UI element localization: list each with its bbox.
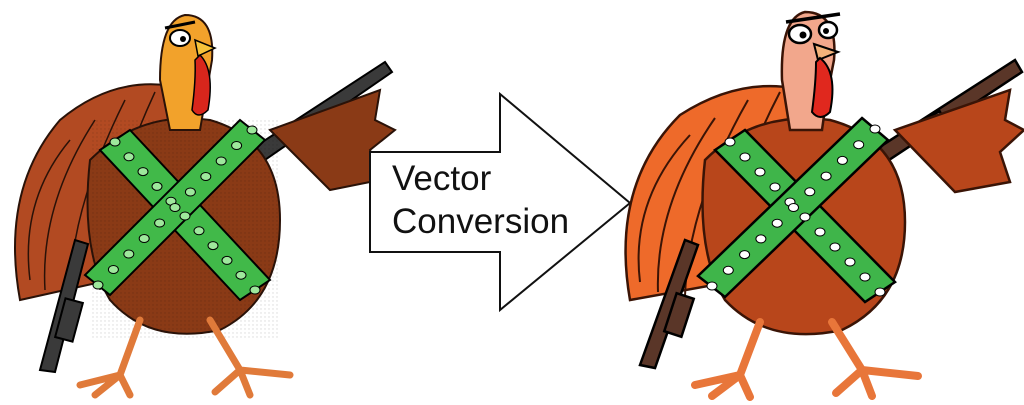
vector-turkey-illustration [600, 0, 1024, 405]
shell [859, 272, 871, 282]
wing [892, 88, 1024, 194]
shell [755, 234, 767, 244]
shell [869, 124, 881, 134]
shell [92, 280, 104, 290]
shell [722, 265, 734, 275]
turkey-icon [14, 13, 397, 399]
shell [829, 242, 841, 252]
arrow-label-line-2: Conversion [392, 202, 570, 241]
shell [739, 250, 751, 260]
shell [193, 226, 205, 236]
wattle [191, 53, 211, 116]
turkey-legs [76, 316, 294, 399]
turkey-legs [691, 318, 922, 401]
shell [179, 211, 191, 221]
shell [788, 203, 799, 212]
shell [109, 137, 121, 147]
shell [853, 140, 865, 150]
shell [107, 265, 119, 274]
left-shotgun [38, 238, 90, 374]
shell [706, 281, 718, 291]
shell [154, 218, 166, 228]
shell [814, 227, 826, 237]
bandolier-belts [83, 118, 272, 302]
shell [235, 270, 247, 280]
wing [268, 88, 397, 192]
shell [123, 152, 135, 162]
left-shotgun [638, 238, 700, 370]
shell [844, 257, 856, 267]
shell [231, 141, 243, 150]
shell [820, 171, 832, 181]
shell [123, 249, 135, 259]
shell [769, 182, 781, 192]
shell [184, 187, 196, 197]
shell [138, 234, 150, 243]
shell [874, 287, 886, 297]
shell [151, 181, 163, 191]
shell [215, 156, 227, 166]
shell [799, 212, 811, 222]
shell [754, 167, 766, 177]
shell [169, 203, 181, 212]
shell [724, 137, 736, 147]
arrow-label: Vector Conversion [392, 157, 569, 243]
shell [221, 255, 233, 265]
turkey-icon [624, 10, 1024, 401]
shell [246, 125, 258, 135]
shell [771, 218, 783, 228]
shell [739, 152, 751, 162]
arrow-label-line-1: Vector [392, 159, 492, 198]
shell [207, 241, 219, 251]
raster-turkey-illustration [0, 0, 400, 405]
right-arrow-icon [369, 92, 632, 313]
conversion-arrow [360, 92, 635, 314]
shell [804, 187, 816, 197]
wattle [810, 56, 834, 118]
bandolier-belts [696, 116, 897, 304]
shell [249, 285, 261, 295]
shell [137, 167, 149, 177]
shell [200, 172, 212, 181]
shell [836, 155, 848, 165]
